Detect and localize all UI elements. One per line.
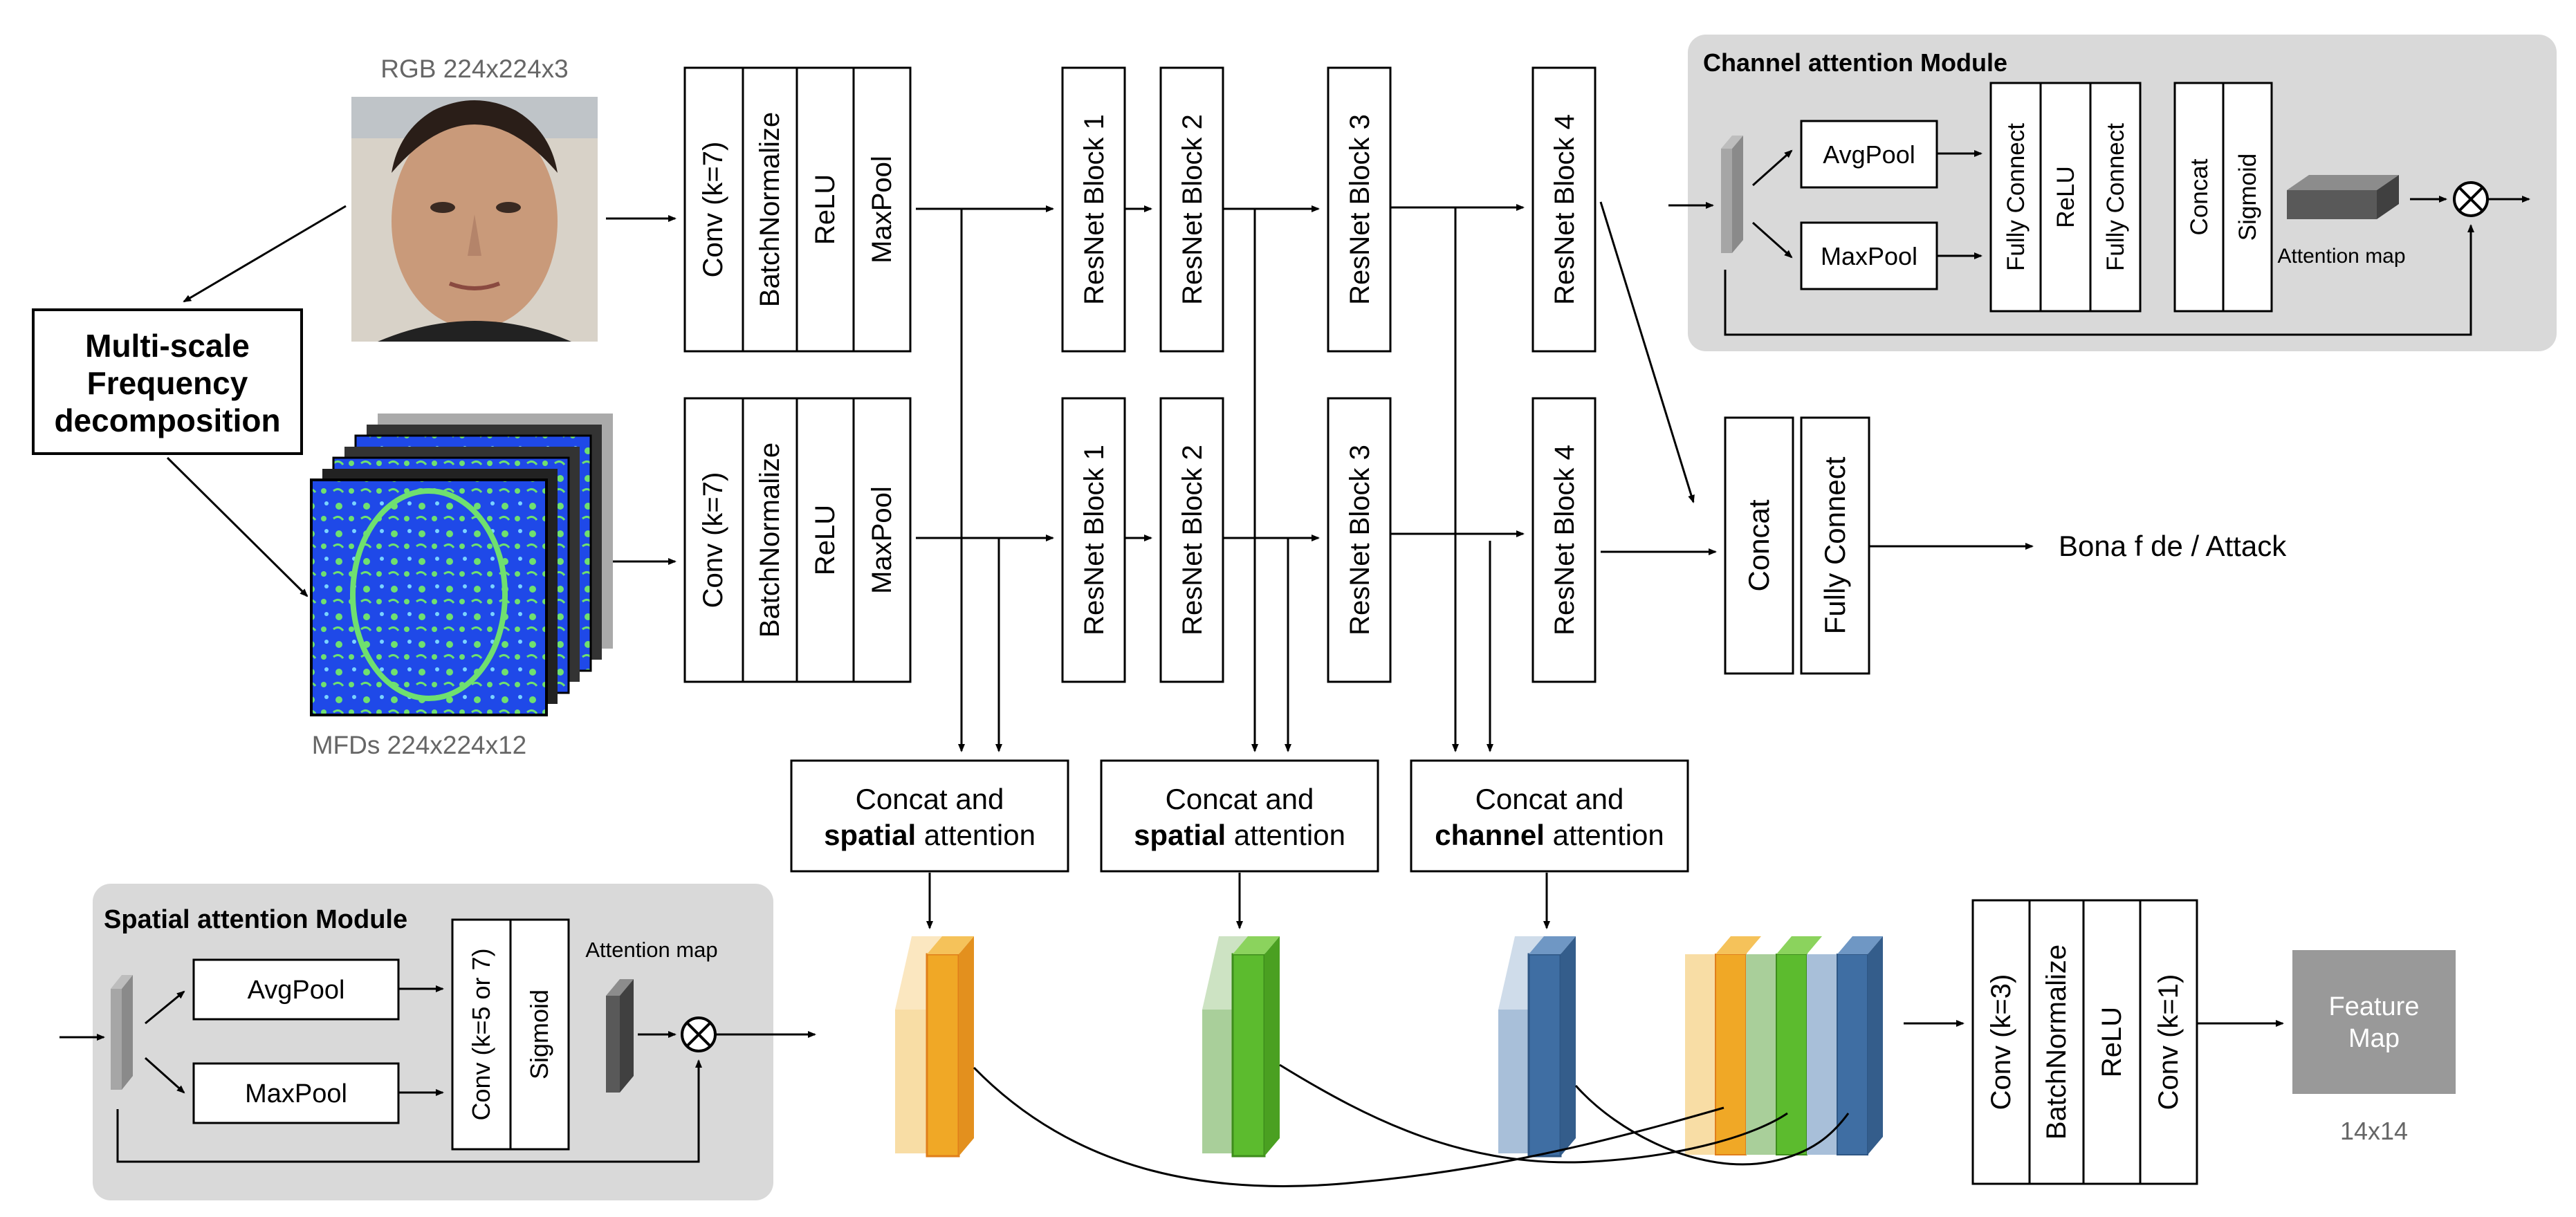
final-conv1: Conv (k=1) [2153, 974, 2184, 1111]
channel-fc2-label: Fully Connect [2102, 123, 2129, 271]
rgb-input: RGB 224x224x3 [351, 55, 598, 342]
feature-map-box [2292, 950, 2456, 1094]
channel-avgpool-box [1800, 120, 1938, 189]
stem-top-bn: BatchNormalize [755, 112, 785, 307]
multiply-circle-icon [681, 1016, 717, 1052]
tensor-icon [1721, 136, 1743, 253]
stem-bottom-conv: Conv (k=7) [698, 472, 728, 608]
final-relu: ReLU [2097, 1007, 2127, 1077]
fusion3-line2: channel attention [1435, 819, 1664, 851]
fusion2-line1: Concat and [1166, 783, 1314, 815]
resnet-bottom: ResNet Block 1 ResNet Block 2 ResNet Blo… [916, 397, 1597, 683]
stem-top: Conv (k=7) BatchNormalize ReLU MaxPool [606, 66, 912, 353]
resnet-bottom-block4: ResNet Block 4 [1549, 445, 1580, 635]
stem-bottom: Conv (k=7) BatchNormalize ReLU MaxPool [613, 397, 912, 683]
resnet-bottom-block1: ResNet Block 1 [1079, 445, 1110, 635]
fusion3-line1: Concat and [1475, 783, 1624, 815]
head-concat: Concat [1742, 499, 1775, 591]
channel-relu-label: ReLU [2052, 166, 2079, 227]
resnet-top-block4: ResNet Block 4 [1549, 114, 1580, 305]
channel-sigmoid-label: Sigmoid [2234, 154, 2261, 241]
channel-maxpool-label: MaxPool [1821, 242, 1917, 270]
stem-bottom-relu: ReLU [810, 505, 840, 575]
fusion1-line1: Concat and [856, 783, 1004, 815]
mfd-label: MFDs 224x224x12 [312, 731, 527, 759]
channel-attention-module: Channel attention Module AvgPool MaxPool… [1668, 35, 2557, 351]
decomposition-box: Multi-scale Frequency decomposition [32, 308, 303, 455]
tensor-icon [111, 975, 133, 1090]
stem-bottom-bn: BatchNormalize [755, 443, 785, 638]
stem-top-pool: MaxPool [867, 156, 897, 263]
feature-curves [973, 1063, 1850, 1187]
stem-bottom-pool: MaxPool [867, 486, 897, 594]
channel-attention-map-label: Attention map [2277, 245, 2405, 268]
final-conv3: Conv (k=3) [1986, 974, 2016, 1111]
fusion-taps [958, 207, 1493, 752]
spatial-attention-module: Spatial attention Module AvgPool MaxPool… [59, 884, 816, 1200]
channel-avgpool-label: AvgPool [1823, 140, 1915, 169]
spatial-maxpool-box [192, 1062, 400, 1124]
feature-map-size: 14x14 [2340, 1117, 2408, 1145]
fusion-box-1: Concat and spatial attention [790, 759, 1069, 873]
resnet-top-block3: ResNet Block 3 [1345, 114, 1375, 305]
attention-map-icon [2287, 175, 2399, 219]
resnet-bottom-block2: ResNet Block 2 [1177, 445, 1208, 635]
mfd-front-map [310, 479, 548, 716]
channel-module-title: Channel attention Module [1703, 48, 2007, 77]
fusion-box-2: Concat and spatial attention [1100, 759, 1379, 873]
channel-concat-label: Concat [2186, 158, 2213, 235]
fusion2-line2: spatial attention [1134, 819, 1345, 851]
classifier-head: Concat Fully Connect Bona f de / Attack [1599, 201, 2287, 675]
resnet-top: ResNet Block 1 ResNet Block 2 ResNet Blo… [916, 66, 1597, 353]
stem-top-conv: Conv (k=7) [698, 142, 728, 278]
resnet-top-block2: ResNet Block 2 [1177, 114, 1208, 305]
spatial-conv-label: Conv (k=5 or 7) [467, 948, 495, 1120]
spatial-attention-map-label: Attention map [585, 938, 717, 962]
decomposition-line1: Multi-scale [85, 328, 250, 364]
spatial-module-title: Spatial attention Module [104, 905, 407, 934]
final-conv-stack: Conv (k=3) BatchNormalize ReLU Conv (k=1… [1904, 899, 2456, 1185]
channel-fc1-label: Fully Connect [2003, 123, 2030, 271]
spatial-avgpool-label: AvgPool [248, 976, 345, 1005]
mfd-input: MFDs 224x224x12 [310, 414, 613, 759]
feature-map-line2: Map [2348, 1024, 2400, 1053]
attention-map-icon [606, 979, 634, 1093]
spatial-sigmoid-label: Sigmoid [525, 990, 553, 1079]
feature-block-icon [895, 936, 1883, 1158]
spatial-avgpool-box [192, 958, 400, 1021]
rgb-label: RGB 224x224x3 [380, 55, 569, 83]
fusion-box-3: Concat and channel attention [1410, 759, 1689, 873]
stem-top-relu: ReLU [810, 174, 840, 245]
feature-map-line1: Feature [2329, 992, 2420, 1021]
spatial-maxpool-label: MaxPool [245, 1079, 347, 1108]
head-fc: Fully Connect [1819, 456, 1851, 634]
fusion1-line2: spatial attention [824, 819, 1036, 851]
decomposition-line2: Frequency [87, 365, 248, 401]
multiply-circle-icon [2453, 181, 2489, 217]
final-bn: BatchNormalize [2041, 945, 2072, 1140]
output-label: Bona f de / Attack [2059, 530, 2287, 562]
resnet-bottom-block3: ResNet Block 3 [1345, 445, 1375, 635]
resnet-top-block1: ResNet Block 1 [1079, 114, 1110, 305]
decomposition-line3: decomposition [54, 402, 280, 438]
